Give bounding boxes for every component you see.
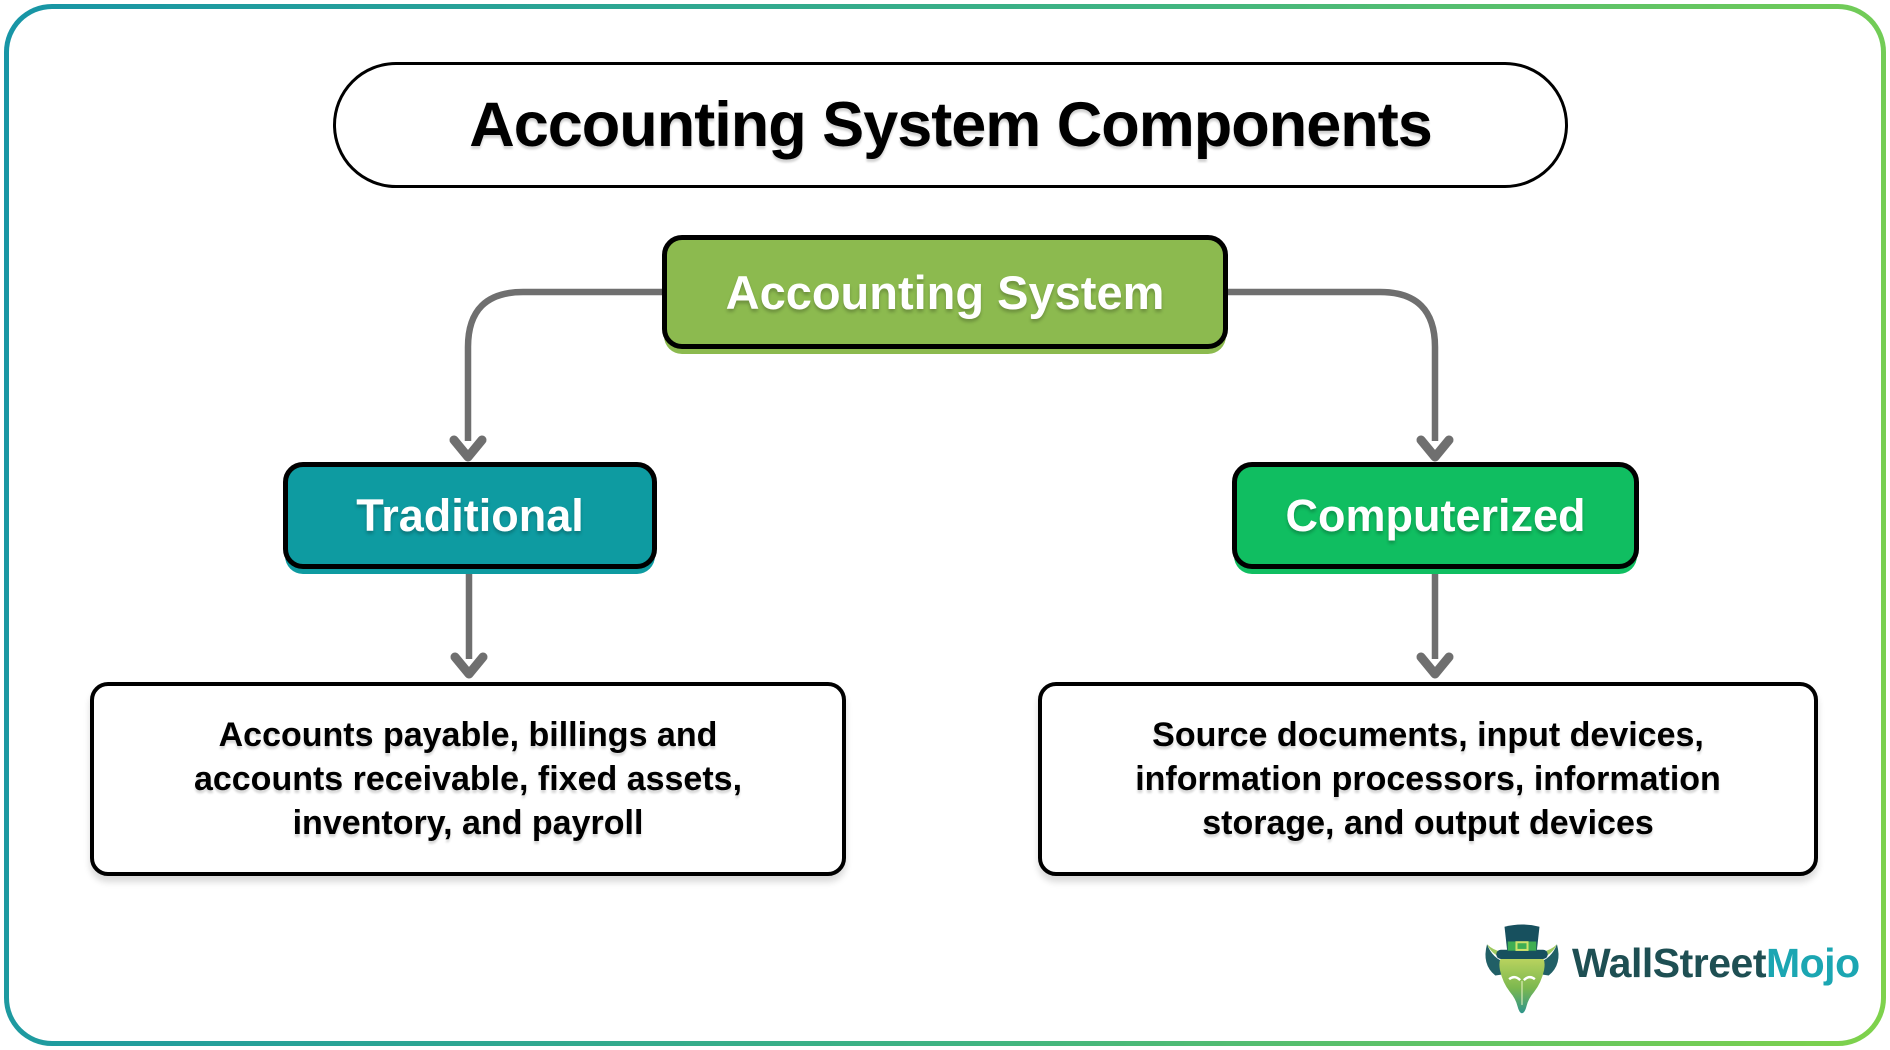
description-line: Source documents, input devices,: [1152, 716, 1704, 754]
logo-text-wallstreet: WallStreet: [1572, 939, 1766, 986]
description-line: inventory, and payroll: [292, 804, 644, 842]
bull-with-top-hat-icon: [1485, 924, 1559, 1014]
description-line: storage, and output devices: [1202, 804, 1654, 842]
description-line: accounts receivable, fixed assets,: [193, 760, 743, 798]
node-label: Accounting System: [725, 265, 1165, 319]
description-line: information processors, information: [1135, 760, 1721, 798]
logo-text-mojo: Mojo: [1765, 939, 1860, 986]
node-traditional: Traditional: [283, 462, 657, 569]
description-line: Accounts payable, billings and: [218, 716, 718, 754]
node-label: Computerized: [1285, 489, 1586, 541]
title-box: Accounting System Components: [333, 62, 1568, 188]
description-computerized: Source documents, input devices, informa…: [1038, 682, 1818, 876]
logo-text: WallStreetMojo: [1572, 940, 1860, 987]
wallstreetmojo-logo: WallStreetMojo: [1480, 924, 1860, 1016]
description-traditional: Accounts payable, billings and accounts …: [90, 682, 846, 876]
node-computerized: Computerized: [1232, 462, 1639, 569]
node-accounting-system: Accounting System: [662, 235, 1228, 349]
page-title: Accounting System Components: [469, 90, 1433, 160]
node-label: Traditional: [356, 489, 584, 541]
